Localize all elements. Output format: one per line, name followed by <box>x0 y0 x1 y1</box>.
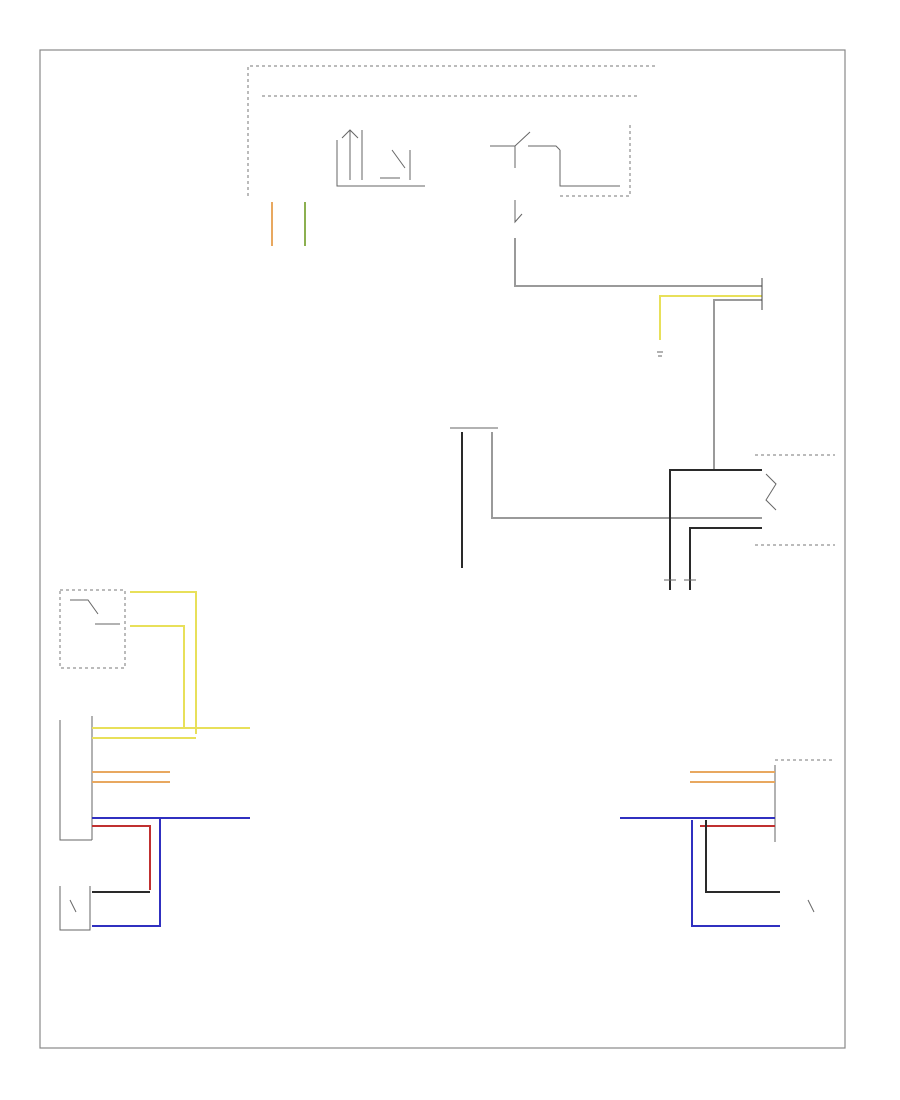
right-top-connector <box>514 238 763 470</box>
top-connector-pair <box>271 202 306 246</box>
wire-black-b <box>689 527 762 590</box>
ground-symbol <box>657 351 663 357</box>
right-mid-switch <box>664 454 835 590</box>
wire-yellow-right <box>659 295 762 340</box>
wire-gray-down <box>713 299 762 470</box>
right-module <box>620 759 835 927</box>
left-switch <box>59 589 197 734</box>
wire-yellow-left-b <box>130 625 185 728</box>
wire-black-a <box>669 469 762 590</box>
left-switch-box <box>59 589 126 669</box>
middle-connector <box>450 427 762 568</box>
top-switch-a <box>336 129 425 187</box>
wire-black-right <box>705 820 780 893</box>
left-module <box>59 716 250 927</box>
top-control-module <box>247 65 655 224</box>
top-switch-b <box>490 131 620 187</box>
wire-red-left <box>92 825 151 890</box>
diagram-frame <box>39 49 846 1049</box>
wire-gray-main <box>514 238 762 287</box>
left-sensor <box>59 886 91 931</box>
wire-blue-right-sensor <box>691 820 780 927</box>
wire-yellow-left-a <box>130 591 197 734</box>
wire-blue-sensor <box>92 818 161 927</box>
wire-gray-mid <box>491 432 762 519</box>
